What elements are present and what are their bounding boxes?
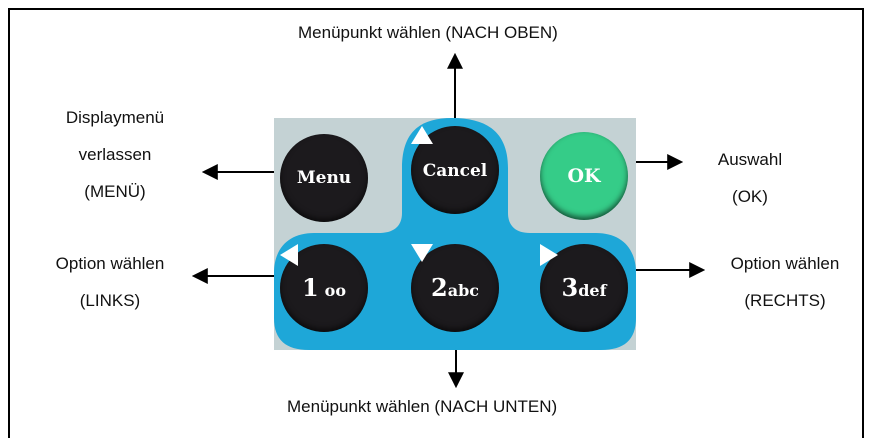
key-2-down[interactable]: 2abc xyxy=(411,244,499,332)
key-1-left[interactable]: 1 oo xyxy=(280,244,368,332)
key-2-letters: abc xyxy=(447,280,479,300)
key-3-digit: 3 xyxy=(561,272,579,302)
label-left-option: Option wählen (LINKS) xyxy=(30,254,190,328)
keypad: Menu Cancel OK 1 oo 2abc 3def xyxy=(274,118,636,350)
label-left-option-line1: Option wählen xyxy=(55,254,165,273)
label-up: Menüpunkt wählen (NACH OBEN) xyxy=(298,23,558,42)
down-triangle-icon xyxy=(411,244,433,262)
key-1-digit: 1 xyxy=(302,272,319,302)
figure-frame xyxy=(8,8,864,438)
up-triangle-icon xyxy=(411,126,433,144)
left-triangle-icon xyxy=(280,244,298,266)
ok-key-label: OK xyxy=(567,165,601,187)
label-right-option: Option wählen (RECHTS) xyxy=(705,254,865,328)
right-triangle-icon xyxy=(540,244,558,266)
label-menu-exit-line1: Displaymenü xyxy=(65,108,165,127)
cancel-key-label: Cancel xyxy=(422,161,488,181)
cancel-up-key[interactable]: Cancel xyxy=(411,126,499,214)
label-down: Menüpunkt wählen (NACH UNTEN) xyxy=(287,397,558,416)
menu-key-label: Menu xyxy=(296,168,352,188)
label-right-option-line2: (RECHTS) xyxy=(744,291,826,310)
voicemail-icon: oo xyxy=(324,280,346,300)
label-ok-select-line2: (OK) xyxy=(732,187,768,206)
label-right-option-line1: Option wählen xyxy=(730,254,840,273)
label-ok-select: Auswahl (OK) xyxy=(700,150,800,224)
key-3-letters: def xyxy=(578,280,607,300)
menu-key[interactable]: Menu xyxy=(280,134,368,222)
label-menu-exit-line2: verlassen xyxy=(78,145,152,164)
key-3-right[interactable]: 3def xyxy=(540,244,628,332)
label-menu-exit-line3: (MENÜ) xyxy=(84,182,146,201)
label-menu-exit: Displaymenü verlassen (MENÜ) xyxy=(40,108,190,219)
key-2-digit: 2 xyxy=(431,272,448,302)
ok-key[interactable]: OK xyxy=(540,132,628,220)
arrows-layer xyxy=(191,52,706,389)
label-left-option-line2: (LINKS) xyxy=(79,291,141,310)
diagram-stage: Menu Cancel OK 1 oo 2abc 3def Menüpunkt … xyxy=(8,8,865,438)
label-ok-select-line1: Auswahl xyxy=(717,150,783,169)
